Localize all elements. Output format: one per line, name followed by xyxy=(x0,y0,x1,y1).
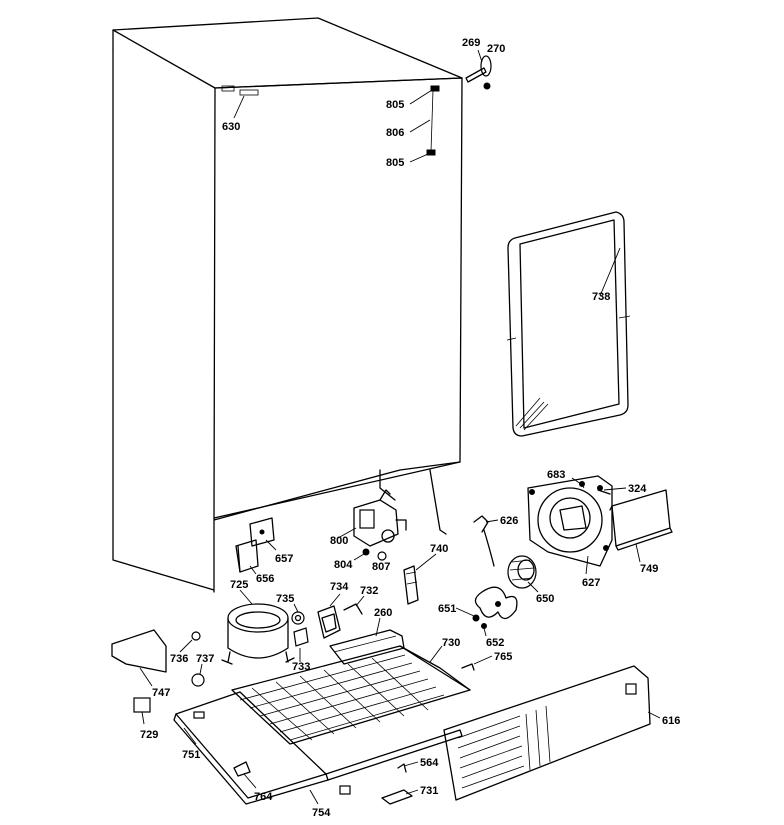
label-626: 626 xyxy=(500,515,518,527)
overload-733 xyxy=(293,627,309,647)
label-652: 652 xyxy=(486,637,504,649)
label-627: 627 xyxy=(582,577,600,589)
part-732 xyxy=(343,603,363,615)
label-749: 749 xyxy=(640,563,658,575)
hinge-part-269-270 xyxy=(465,55,492,90)
label-747: 747 xyxy=(152,687,170,699)
refrigerator-cabinet xyxy=(112,17,463,593)
label-657: 657 xyxy=(275,553,293,565)
label-805-top: 805 xyxy=(386,99,404,111)
part-734 xyxy=(317,605,341,639)
timer-740 xyxy=(403,565,419,605)
gasket-738 xyxy=(506,211,631,437)
label-651: 651 xyxy=(438,603,456,615)
label-324: 324 xyxy=(628,483,647,495)
label-730: 730 xyxy=(442,637,460,649)
drain-tray-260 xyxy=(329,629,405,665)
part-764 xyxy=(233,761,251,777)
cover-747 xyxy=(111,629,167,673)
part-737 xyxy=(191,673,205,687)
label-650: 650 xyxy=(536,593,554,605)
screw-564 xyxy=(397,763,407,773)
fan-blade-651-652 xyxy=(472,586,518,629)
bracket-656 xyxy=(235,539,259,573)
part-754-clip xyxy=(339,785,351,795)
label-764: 764 xyxy=(254,791,273,803)
fan-motor-650 xyxy=(507,555,537,589)
label-683: 683 xyxy=(547,469,565,481)
label-736: 736 xyxy=(170,653,188,665)
label-564: 564 xyxy=(420,757,439,769)
part-729 xyxy=(133,697,151,713)
part-804 xyxy=(362,548,370,556)
water-valve-800 xyxy=(353,489,407,547)
label-751: 751 xyxy=(182,749,200,761)
part-765 xyxy=(461,663,475,671)
cover-749 xyxy=(597,489,673,551)
label-737: 737 xyxy=(196,653,214,665)
label-733: 733 xyxy=(292,661,310,673)
bracket-657 xyxy=(249,517,275,547)
label-800: 800 xyxy=(330,535,348,547)
label-732: 732 xyxy=(360,585,378,597)
label-734: 734 xyxy=(330,581,349,593)
label-616: 616 xyxy=(662,715,680,727)
label-754: 754 xyxy=(312,807,331,819)
leader-lines xyxy=(139,49,661,805)
compressor-725 xyxy=(221,603,295,665)
label-270: 270 xyxy=(487,43,505,55)
label-731: 731 xyxy=(420,785,438,797)
label-630: 630 xyxy=(222,121,240,133)
relay-735 xyxy=(291,611,305,625)
base-pan-751 xyxy=(173,691,463,805)
bracket-731 xyxy=(381,789,413,805)
label-729: 729 xyxy=(140,729,158,741)
label-269: 269 xyxy=(462,37,480,49)
label-725: 725 xyxy=(230,579,248,591)
part-807 xyxy=(377,551,387,561)
label-738: 738 xyxy=(592,291,610,303)
back-panel-616 xyxy=(443,665,651,801)
label-807: 807 xyxy=(372,561,390,573)
part-labels: 269 270 630 805 806 805 738 683 324 626 … xyxy=(140,37,680,819)
fan-bracket-627 xyxy=(527,475,613,567)
cord-626 xyxy=(473,515,495,567)
label-806: 806 xyxy=(386,127,404,139)
label-656: 656 xyxy=(256,573,274,585)
label-260: 260 xyxy=(374,607,392,619)
label-740: 740 xyxy=(430,543,448,555)
label-735: 735 xyxy=(276,593,294,605)
condenser-730 xyxy=(231,645,471,745)
part-736 xyxy=(191,631,201,641)
label-804: 804 xyxy=(334,559,353,571)
label-765: 765 xyxy=(494,651,512,663)
label-805-bottom: 805 xyxy=(386,157,404,169)
screw-324 xyxy=(597,485,603,491)
